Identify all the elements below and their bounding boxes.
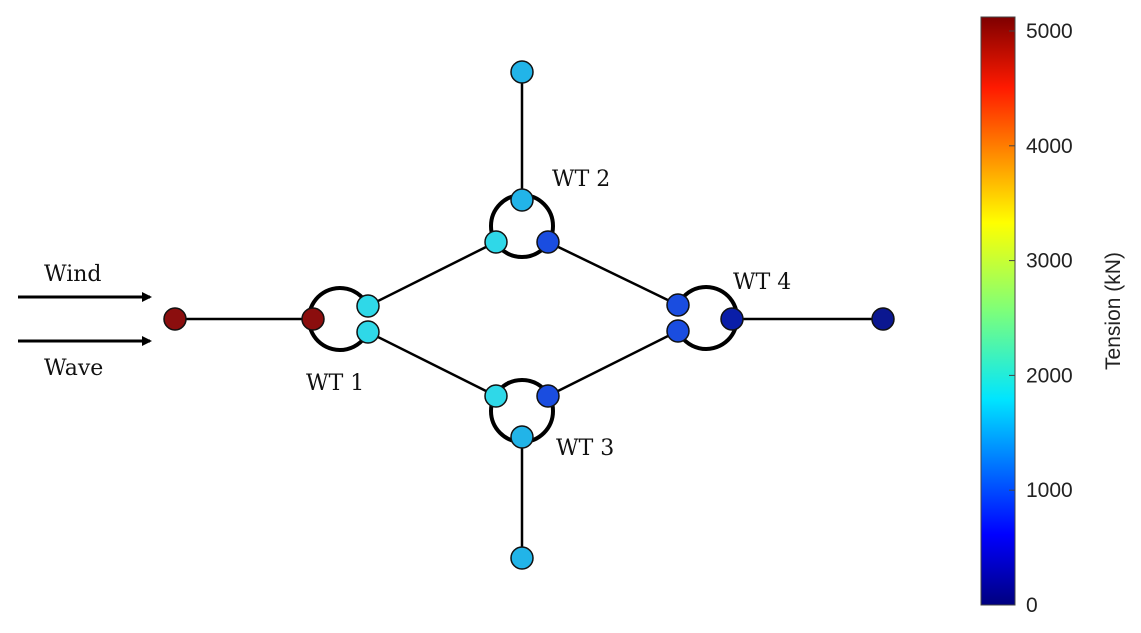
colorbar-tick-label: 5000 — [1026, 20, 1073, 43]
wt4-fairlead-lower — [666, 319, 690, 343]
wt1-fairlead-upper — [356, 294, 380, 318]
wt4-fairlead-right — [720, 307, 744, 331]
anchor-node-bottom — [510, 546, 534, 570]
wave-label: Wave — [44, 356, 103, 381]
colorbar: 5000 4000 3000 2000 1000 0 Tension (kN) — [980, 16, 1125, 617]
colorbar-tick-label: 2000 — [1026, 364, 1073, 387]
colorbar-tick-label: 1000 — [1026, 479, 1073, 502]
colorbar-tick-label: 4000 — [1026, 135, 1073, 158]
wt4-fairlead-upper — [666, 293, 690, 317]
mooring-line-wt1-wt2 — [367, 240, 497, 308]
wt2-fairlead-right — [536, 230, 560, 254]
mooring-line-wt3-wt4 — [547, 329, 679, 398]
colorbar-tick-label: 0 — [1026, 594, 1038, 617]
wt3-fairlead-bottom — [510, 425, 534, 449]
wt1-label: WT 1 — [306, 371, 364, 396]
wt3-label: WT 3 — [556, 436, 614, 461]
mooring-line-wt2-wt4 — [547, 240, 679, 307]
colorbar-ticks: 5000 4000 3000 2000 1000 0 — [1009, 20, 1073, 617]
colorbar-gradient — [980, 16, 1016, 606]
mooring-line-wt1-wt3 — [367, 330, 497, 398]
wt2-label: WT 2 — [552, 167, 610, 192]
wt4-label: WT 4 — [733, 270, 791, 295]
wt1-fairlead-left — [301, 307, 325, 331]
colorbar-tick-label: 3000 — [1026, 250, 1073, 273]
wt2-fairlead-left — [484, 230, 508, 254]
wt1-fairlead-lower — [356, 320, 380, 344]
wt3-fairlead-right — [536, 384, 560, 408]
wt3-fairlead-left — [484, 384, 508, 408]
anchor-node-right — [871, 307, 895, 331]
anchor-node-left — [163, 307, 187, 331]
wt2-fairlead-top — [510, 188, 534, 212]
anchor-node-top — [510, 60, 534, 84]
colorbar-title: Tension (kN) — [1102, 252, 1125, 370]
wind-label: Wind — [44, 262, 102, 287]
